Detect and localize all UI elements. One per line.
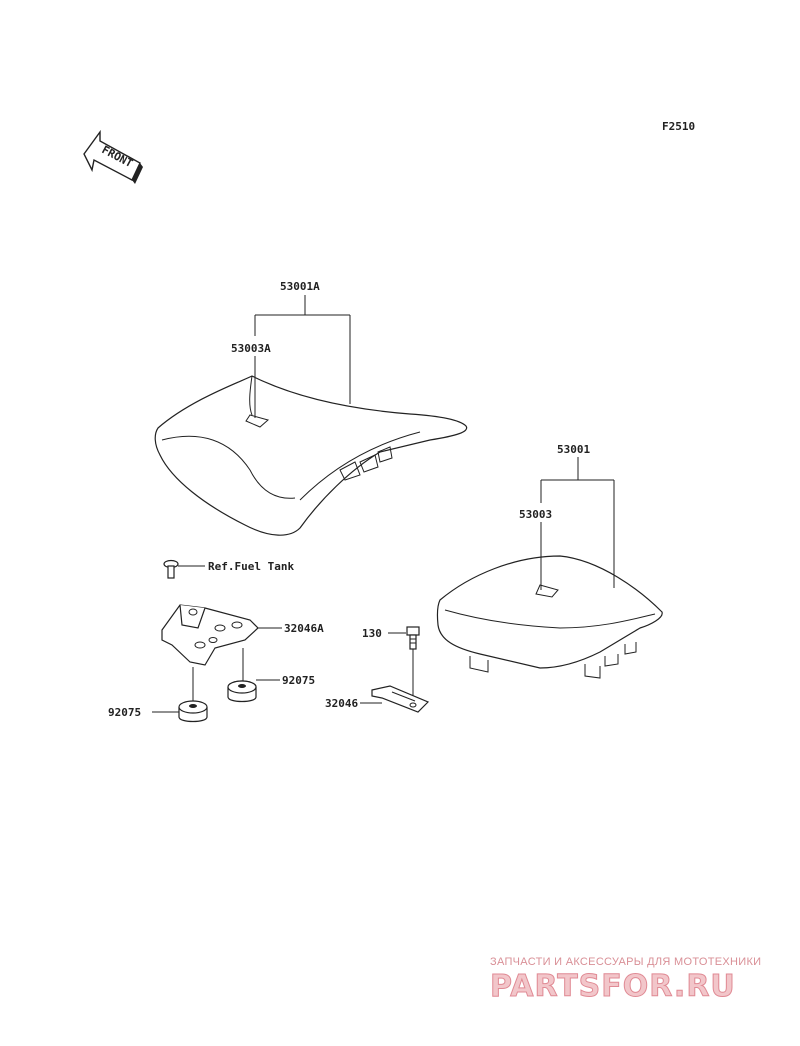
label-ref-fuel-tank: Ref.Fuel Tank <box>208 560 294 573</box>
front-bracket-drawing <box>161 604 259 666</box>
watermark-logo: PARTSFOR.RU <box>490 969 736 1004</box>
label-bracket-front: 32046A <box>284 622 324 635</box>
pillion-seat-drawing <box>436 555 663 679</box>
damper-right-drawing <box>227 680 257 703</box>
front-arrow-icon: FRONT <box>83 129 143 184</box>
figure-code: F2510 <box>662 120 695 133</box>
bolt-drawing <box>406 626 420 650</box>
rear-bracket-drawing <box>371 685 430 713</box>
damper-left-drawing <box>178 700 208 723</box>
label-pillion-seat-cover: 53003 <box>519 508 552 521</box>
label-damper-right: 92075 <box>282 674 315 687</box>
label-rider-seat-assy: 53001A <box>280 280 320 293</box>
label-pillion-seat-assy: 53001 <box>557 443 590 456</box>
label-bolt: 130 <box>362 627 382 640</box>
watermark-caption: ЗАПЧАСТИ И АКСЕССУАРЫ ДЛЯ МОТОТЕХНИКИ <box>490 956 761 968</box>
label-damper-left: 92075 <box>108 706 141 719</box>
rider-seat-drawing <box>154 375 468 536</box>
label-bracket-rear: 32046 <box>325 697 358 710</box>
screw-drawing <box>163 559 179 579</box>
label-rider-seat-cover: 53003A <box>231 342 271 355</box>
